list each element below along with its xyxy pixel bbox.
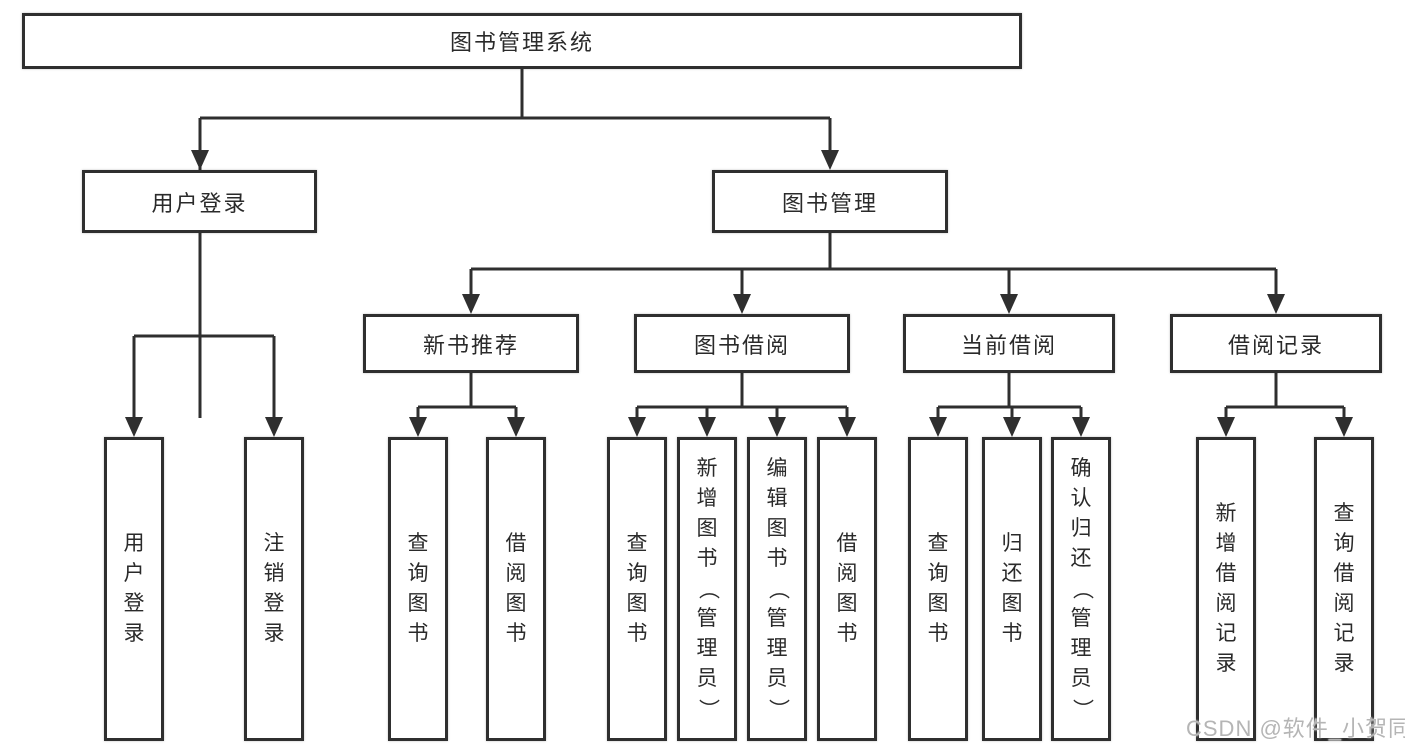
leaf-logout: 注销登录 — [244, 437, 304, 741]
node-user-login: 用户登录 — [82, 170, 317, 233]
arrowhead — [768, 417, 786, 437]
leaf-query-book-recommend: 查询图书 — [388, 437, 448, 741]
arrowhead — [1267, 294, 1285, 314]
leaf-confirm-return-admin: 确认归还（管理员） — [1051, 437, 1111, 741]
node-new-book-recommend: 新书推荐 — [363, 314, 579, 373]
leaf-add-book-admin: 新增图书（管理员） — [677, 437, 737, 741]
arrowhead — [821, 150, 839, 170]
arrowhead — [409, 417, 427, 437]
arrowhead — [462, 294, 480, 314]
arrowhead — [698, 417, 716, 437]
node-current-borrow: 当前借阅 — [903, 314, 1115, 373]
leaf-add-borrow-record: 新增借阅记录 — [1196, 437, 1256, 741]
node-root: 图书管理系统 — [22, 13, 1022, 69]
node-borrow-records: 借阅记录 — [1170, 314, 1382, 373]
leaf-return-book: 归还图书 — [982, 437, 1042, 741]
arrowhead — [265, 417, 283, 437]
leaf-query-borrow-record: 查询借阅记录 — [1314, 437, 1374, 741]
arrowhead — [929, 417, 947, 437]
arrowhead — [191, 150, 209, 170]
leaf-user-login: 用户登录 — [104, 437, 164, 741]
arrowhead — [838, 417, 856, 437]
leaf-query-book-borrow: 查询图书 — [607, 437, 667, 741]
arrowhead — [628, 417, 646, 437]
node-book-borrow: 图书借阅 — [634, 314, 850, 373]
arrowhead — [733, 294, 751, 314]
arrowhead — [1003, 417, 1021, 437]
arrowhead — [125, 417, 143, 437]
watermark: CSDN @软件_小贺同学 — [1186, 716, 1405, 741]
leaf-query-book-current: 查询图书 — [908, 437, 968, 741]
leaf-edit-book-admin: 编辑图书（管理员） — [747, 437, 807, 741]
node-book-management: 图书管理 — [712, 170, 948, 233]
leaf-borrow-book: 借阅图书 — [817, 437, 877, 741]
arrowhead — [1072, 417, 1090, 437]
leaf-borrow-book-recommend: 借阅图书 — [486, 437, 546, 741]
arrowhead — [1335, 417, 1353, 437]
arrowhead — [1000, 294, 1018, 314]
arrowhead — [507, 417, 525, 437]
arrowhead — [1217, 417, 1235, 437]
